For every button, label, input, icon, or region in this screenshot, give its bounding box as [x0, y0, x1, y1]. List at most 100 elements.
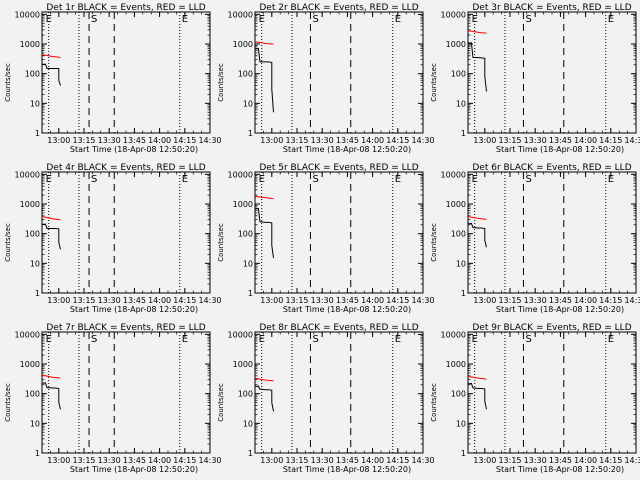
x-tick-label: 13:45: [549, 456, 572, 465]
x-tick-label: 13:45: [336, 456, 359, 465]
x-tick-label: 14:00: [148, 136, 171, 145]
detector-panel-4: Det 4r BLACK = Events, RED = LLD11010010…: [4, 163, 222, 314]
x-tick-label: 14:30: [411, 456, 434, 465]
y-tick-label: 1: [461, 449, 466, 458]
x-tick-label: 14:00: [574, 296, 597, 305]
y-tick-label: 10000: [15, 330, 40, 339]
panel-title: Det 1r BLACK = Events, RED = LLD: [46, 3, 205, 13]
y-tick-label: 100: [451, 70, 466, 79]
plot-frame: [41, 331, 211, 454]
marker-label: E: [182, 14, 188, 25]
x-tick-label: 14:15: [386, 296, 409, 305]
x-tick-label: 13:45: [123, 136, 146, 145]
x-tick-label: 14:30: [198, 456, 221, 465]
marker-label: E: [608, 14, 614, 25]
lld-series-line: [41, 54, 61, 58]
marker-label: S: [525, 334, 531, 345]
x-axis-label: Start Time (18-Apr-08 12:50:20): [283, 145, 411, 154]
panel-title: Det 9r BLACK = Events, RED = LLD: [472, 323, 631, 333]
panel-title: Det 7r BLACK = Events, RED = LLD: [46, 323, 205, 333]
x-tick-label: 13:30: [98, 296, 121, 305]
y-tick-label: 1000: [20, 40, 40, 49]
x-tick-label: 13:00: [473, 456, 496, 465]
x-tick-label: 13:15: [72, 136, 95, 145]
plot-frame: [467, 11, 637, 134]
x-tick-label: 13:45: [549, 296, 572, 305]
x-tick-label: 14:00: [574, 456, 597, 465]
y-tick-label: 10: [243, 99, 253, 108]
x-tick-label: 13:00: [473, 296, 496, 305]
y-tick-label: 10000: [228, 10, 253, 19]
marker-label: E: [46, 334, 52, 345]
y-tick-label: 10000: [15, 10, 40, 19]
x-tick-label: 14:15: [173, 296, 196, 305]
detector-panel-3: Det 3r BLACK = Events, RED = LLD11010010…: [430, 3, 640, 154]
y-tick-label: 10: [243, 259, 253, 268]
detector-panel-9: Det 9r BLACK = Events, RED = LLD11010010…: [430, 323, 640, 474]
x-tick-label: 14:15: [599, 136, 622, 145]
detector-panel-7: Det 7r BLACK = Events, RED = LLD11010010…: [4, 323, 222, 474]
events-series-line: [254, 208, 274, 259]
x-axis-label: Start Time (18-Apr-08 12:50:20): [70, 305, 198, 314]
panel-title: Det 4r BLACK = Events, RED = LLD: [46, 163, 205, 173]
detector-panel-2: Det 2r BLACK = Events, RED = LLD11010010…: [217, 3, 435, 154]
plot-frame: [254, 11, 424, 134]
x-tick-label: 14:30: [624, 136, 640, 145]
x-tick-label: 14:00: [361, 296, 384, 305]
y-tick-label: 1000: [233, 40, 253, 49]
x-axis-label: Start Time (18-Apr-08 12:50:20): [496, 305, 624, 314]
y-axis-label: Counts/sec: [430, 223, 438, 262]
events-series-line: [467, 222, 487, 248]
x-tick-label: 13:30: [98, 136, 121, 145]
x-tick-label: 14:15: [599, 296, 622, 305]
y-axis-label: Counts/sec: [430, 63, 438, 102]
x-tick-label: 13:15: [498, 296, 521, 305]
y-axis-label: Counts/sec: [217, 63, 225, 102]
x-tick-label: 13:00: [260, 296, 283, 305]
y-tick-label: 1: [461, 289, 466, 298]
y-tick-label: 10: [30, 259, 40, 268]
x-tick-label: 13:30: [524, 136, 547, 145]
marker-label: S: [525, 14, 531, 25]
x-tick-label: 14:30: [198, 136, 221, 145]
detector-panel-1: Det 1r BLACK = Events, RED = LLD11010010…: [4, 3, 222, 154]
y-tick-label: 1: [35, 129, 40, 138]
lld-series-line: [467, 30, 487, 34]
x-tick-label: 13:45: [549, 136, 572, 145]
plot-frame: [467, 171, 637, 294]
marker-label: S: [525, 174, 531, 185]
marker-label: S: [91, 334, 97, 345]
y-tick-label: 1: [248, 129, 253, 138]
y-tick-label: 100: [238, 390, 253, 399]
marker-label: E: [472, 174, 478, 185]
panel-title: Det 3r BLACK = Events, RED = LLD: [472, 3, 631, 13]
x-tick-label: 14:15: [386, 136, 409, 145]
marker-label: E: [395, 174, 401, 185]
x-tick-label: 14:00: [574, 136, 597, 145]
y-tick-label: 1: [461, 129, 466, 138]
events-series-line: [41, 223, 61, 250]
x-tick-label: 13:45: [336, 296, 359, 305]
x-tick-label: 13:00: [47, 136, 70, 145]
x-tick-label: 13:45: [123, 296, 146, 305]
x-tick-label: 13:30: [98, 456, 121, 465]
x-tick-label: 13:15: [285, 456, 308, 465]
y-axis-label: Counts/sec: [4, 223, 12, 262]
y-axis-label: Counts/sec: [4, 63, 12, 102]
x-axis-label: Start Time (18-Apr-08 12:50:20): [496, 145, 624, 154]
events-series-line: [254, 385, 274, 412]
y-tick-label: 10000: [228, 170, 253, 179]
y-tick-label: 1000: [446, 40, 466, 49]
lld-series-line: [467, 216, 487, 220]
y-tick-label: 100: [25, 230, 40, 239]
events-series-line: [467, 42, 487, 92]
x-tick-label: 14:00: [361, 136, 384, 145]
marker-label: E: [395, 334, 401, 345]
lld-series-line: [254, 195, 274, 200]
y-tick-label: 10000: [228, 330, 253, 339]
x-tick-label: 14:00: [148, 296, 171, 305]
y-axis-label: Counts/sec: [430, 383, 438, 422]
y-tick-label: 1000: [446, 200, 466, 209]
x-tick-label: 14:15: [599, 456, 622, 465]
